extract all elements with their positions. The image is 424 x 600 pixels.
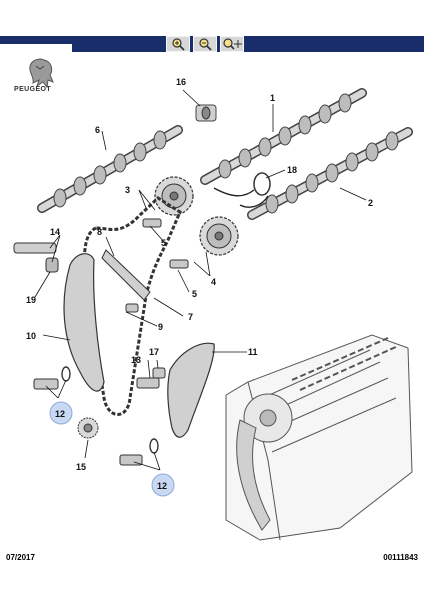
callout-2: 2: [368, 198, 373, 208]
callout-3: 3: [125, 185, 130, 195]
part-8-guide: [101, 249, 151, 301]
bolts-lower: [33, 366, 166, 466]
callout-9: 9: [158, 322, 163, 332]
part-16-cap: [195, 104, 217, 122]
callout-6: 6: [95, 125, 100, 135]
toolbar-notch: [0, 44, 72, 52]
callout-18: 18: [287, 165, 297, 175]
callout-16: 16: [176, 77, 186, 87]
highlight-circle-12a: [49, 401, 73, 425]
callout-17: 17: [149, 347, 159, 357]
callout-1: 1: [270, 93, 275, 103]
bolts-part-5: [125, 218, 189, 313]
callout-7: 7: [188, 312, 193, 322]
callout-5b: 5: [192, 289, 197, 299]
zoom-in-icon: [172, 38, 185, 51]
part-10-rail: [63, 253, 105, 392]
zoom-pan-button[interactable]: [220, 36, 244, 52]
callout-5a: 5: [161, 238, 166, 248]
callout-19: 19: [26, 295, 36, 305]
footer-date: 07/2017: [6, 553, 35, 562]
callout-12b: 12: [157, 481, 167, 491]
callout-10: 10: [26, 331, 36, 341]
part-14-pin: [13, 242, 59, 273]
leader-lines: [34, 89, 367, 471]
part-18-oring: [213, 172, 271, 208]
callout-11: 11: [248, 347, 258, 357]
camshaft-2: [247, 127, 413, 220]
camshaft-1: [200, 88, 367, 185]
callout-12a: 12: [55, 409, 65, 419]
callout-8: 8: [97, 227, 102, 237]
callout-4: 4: [211, 277, 216, 287]
zoom-pan-icon: [223, 38, 242, 50]
zoom-out-button[interactable]: [193, 36, 217, 52]
zoom-out-icon: [199, 38, 212, 51]
sprocket-lower: [199, 216, 239, 256]
highlight-circle-12b: [151, 473, 175, 497]
zoom-toolbar: [166, 36, 244, 52]
callout-15: 15: [76, 462, 86, 472]
zoom-in-button[interactable]: [166, 36, 190, 52]
sprocket-upper: [154, 176, 194, 216]
engine-block: [225, 334, 413, 541]
brand-name: PEUGEOT: [14, 86, 52, 93]
callout-14: 14: [50, 227, 60, 237]
camshaft-6: [37, 125, 183, 213]
footer-reference: 00111843: [383, 553, 418, 562]
part-11-rail: [167, 342, 215, 438]
callout-13: 13: [131, 355, 141, 365]
lion-logo-icon: [29, 58, 54, 89]
